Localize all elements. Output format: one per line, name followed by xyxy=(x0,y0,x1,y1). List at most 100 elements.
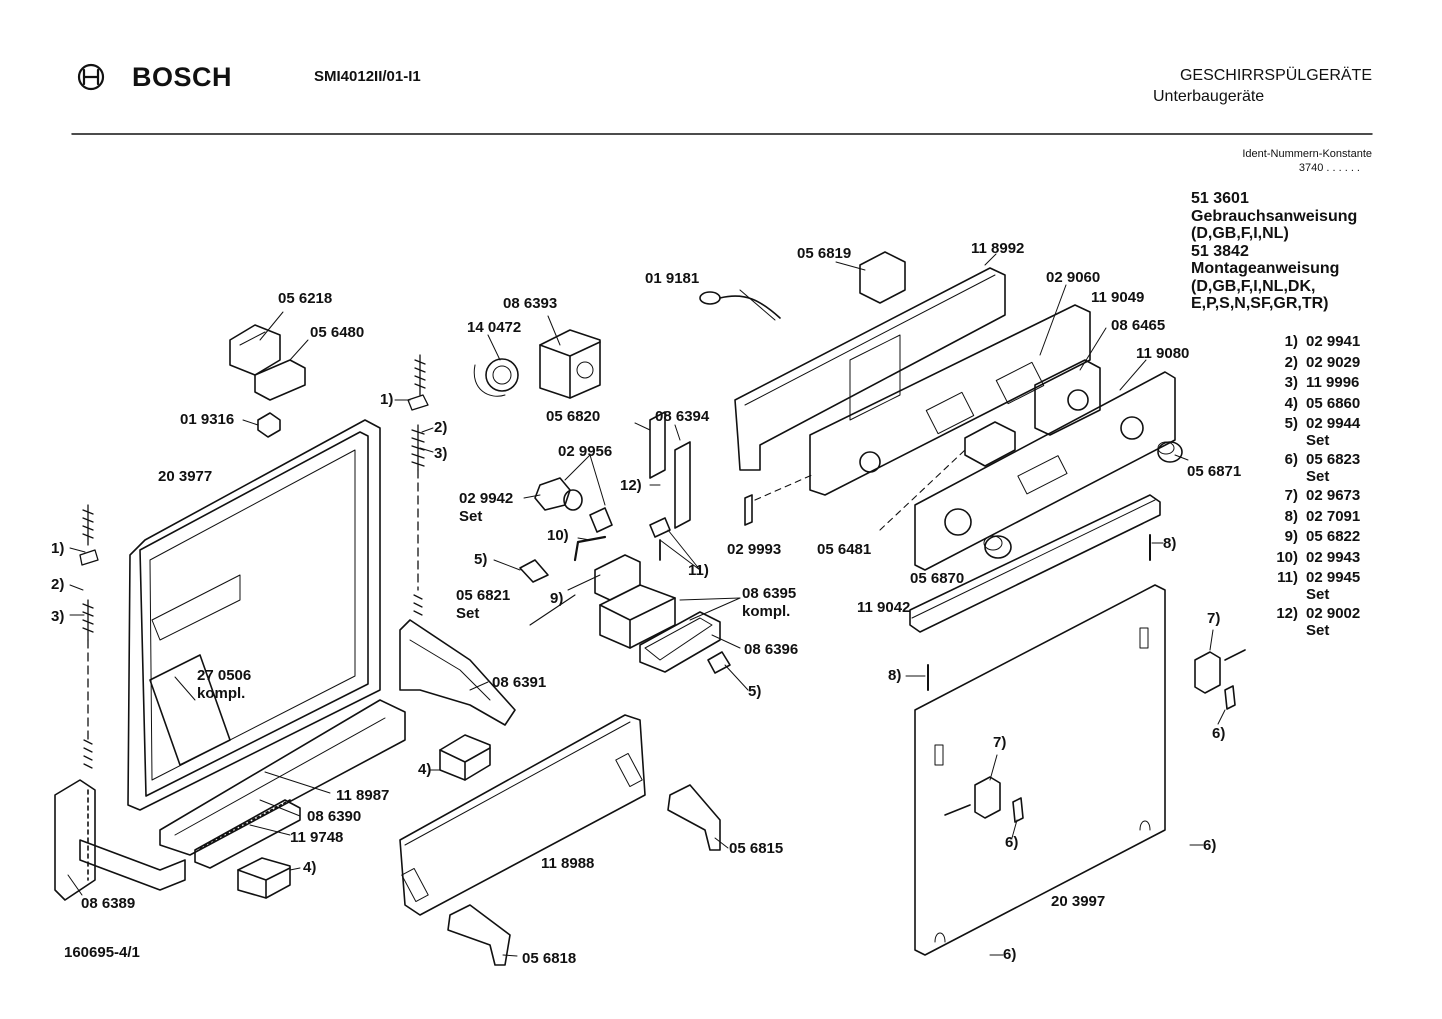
legend-row: 4)05 6860 xyxy=(1270,395,1410,416)
knob-housing-086465 xyxy=(1034,359,1101,436)
part-label: 20 3997 xyxy=(1051,893,1106,910)
legend-number: 7) xyxy=(1284,487,1298,504)
part-label: 2) xyxy=(434,419,448,436)
button-056481 xyxy=(964,421,1016,467)
legend-part-code: 02 9941 xyxy=(1306,333,1361,350)
legend-number: 11) xyxy=(1277,569,1298,586)
doc-languages: (D,GB,F,I,NL) xyxy=(1191,225,1289,242)
bracket-056815 xyxy=(667,784,721,851)
part-label: 7) xyxy=(1207,610,1221,627)
legend-number: 9) xyxy=(1284,528,1298,545)
facia-119080 xyxy=(914,371,1176,571)
ident-value: 3740 . . . . . . xyxy=(1298,162,1360,174)
part-label: 08 6389 xyxy=(81,895,136,912)
part-label: 08 6465 xyxy=(1111,317,1166,334)
legend-part-code: 02 9029 xyxy=(1306,353,1361,371)
part-label: 08 6391 xyxy=(492,674,547,691)
part-label: 08 6394 xyxy=(655,408,710,425)
part-label: Set xyxy=(456,605,480,622)
ident-label: Ident-Nummern-Konstante xyxy=(1242,148,1372,160)
part-label: 6) xyxy=(1003,946,1017,963)
legend-note: Set xyxy=(1306,586,1330,603)
legend-note: Set xyxy=(1306,622,1330,639)
legend-number: 2) xyxy=(1284,353,1298,371)
part-label: 3) xyxy=(51,608,65,625)
part-label: 11 8987 xyxy=(336,787,390,804)
part-label: 11 9042 xyxy=(857,599,911,616)
part-label: 1) xyxy=(51,540,65,557)
doc-title: Gebrauchsanweisung xyxy=(1191,207,1358,225)
part-label: 6) xyxy=(1212,725,1226,742)
bracket-056818 xyxy=(447,904,511,966)
control-panel-carrier xyxy=(734,251,1006,471)
legend-row: 1) 02 9941 xyxy=(1270,333,1410,354)
front-panel-118988 xyxy=(399,714,646,916)
motor-140472 xyxy=(473,358,519,397)
part-label: 10) xyxy=(547,527,569,544)
legend-part-code: 02 9945 xyxy=(1306,569,1361,586)
legend-row: 10)02 9943 xyxy=(1270,549,1410,570)
part-label: 20 3977 xyxy=(158,468,213,485)
part-label: 11 9080 xyxy=(1136,345,1190,362)
legend-part-code: 02 7091 xyxy=(1306,507,1361,525)
part-label: 4) xyxy=(303,859,317,876)
legend-part-code: 02 9943 xyxy=(1306,548,1361,566)
legend-row: 2) 02 9029 xyxy=(1270,354,1410,375)
part-label: kompl. xyxy=(197,685,246,702)
part-label: 05 6815 xyxy=(729,840,784,857)
legend-number: 12) xyxy=(1276,605,1298,622)
part-label: 05 6818 xyxy=(522,950,577,967)
legend-number: 8) xyxy=(1284,507,1298,525)
knob-056870 xyxy=(983,535,1012,559)
legend-row: 8) 02 7091 xyxy=(1270,508,1410,529)
part-label: 02 9942 xyxy=(459,490,514,507)
cable-019181 xyxy=(699,289,781,321)
part-label: 3) xyxy=(434,445,448,462)
door-bottom-trim xyxy=(159,699,406,869)
part-label: 8) xyxy=(888,667,902,684)
part-label: 01 9181 xyxy=(645,270,700,287)
part-label: 05 6870 xyxy=(910,570,965,587)
legend-number: 6) xyxy=(1284,451,1298,468)
part-label: kompl. xyxy=(742,603,791,620)
panel-119049 xyxy=(809,304,1091,496)
part-label: 5) xyxy=(748,683,762,700)
part-label: Set xyxy=(459,508,483,525)
legend-part-code: 02 9002 xyxy=(1306,605,1361,622)
drawing-number: 160695-4/1 xyxy=(64,944,140,961)
legend-number: 3) xyxy=(1284,374,1298,391)
part-label: 6) xyxy=(1005,834,1019,851)
part-label: 9) xyxy=(550,590,564,607)
legend-number: 5) xyxy=(1284,415,1298,432)
part-label: 02 9060 xyxy=(1046,269,1101,286)
legend-part-code: 05 6823 xyxy=(1306,451,1361,468)
part-label: 05 6819 xyxy=(797,245,852,262)
part-label: 08 6396 xyxy=(744,641,799,658)
part-label: 05 6820 xyxy=(546,408,601,425)
legend-number: 4) xyxy=(1284,394,1298,412)
part-label: 08 6390 xyxy=(307,808,362,825)
part-label: 08 6395 xyxy=(742,585,797,602)
latch-assembly xyxy=(229,324,306,401)
part-label: 05 6871 xyxy=(1187,463,1242,480)
part-label: 8) xyxy=(1163,535,1177,552)
part-label: 2) xyxy=(51,576,65,593)
door-latch-right xyxy=(1194,649,1246,710)
part-label: 6) xyxy=(1203,837,1217,854)
part-label: 14 0472 xyxy=(467,319,522,336)
part-label: 02 9956 xyxy=(558,443,613,460)
doc-title: Montageanweisung xyxy=(1191,260,1340,277)
part-label: 02 9993 xyxy=(727,541,782,558)
part-label: 05 6821 xyxy=(456,587,511,604)
seal-strip-119042 xyxy=(909,494,1161,633)
model-number: SMI4012II/01-I1 xyxy=(314,68,421,85)
part-label: 01 9316 xyxy=(180,411,235,428)
legend-number: 1) xyxy=(1284,333,1298,350)
doc-number: 51 3842 xyxy=(1191,242,1249,260)
timer-086393 xyxy=(539,329,601,399)
part-label: 08 6393 xyxy=(503,295,558,312)
rod-029993 xyxy=(744,494,753,526)
